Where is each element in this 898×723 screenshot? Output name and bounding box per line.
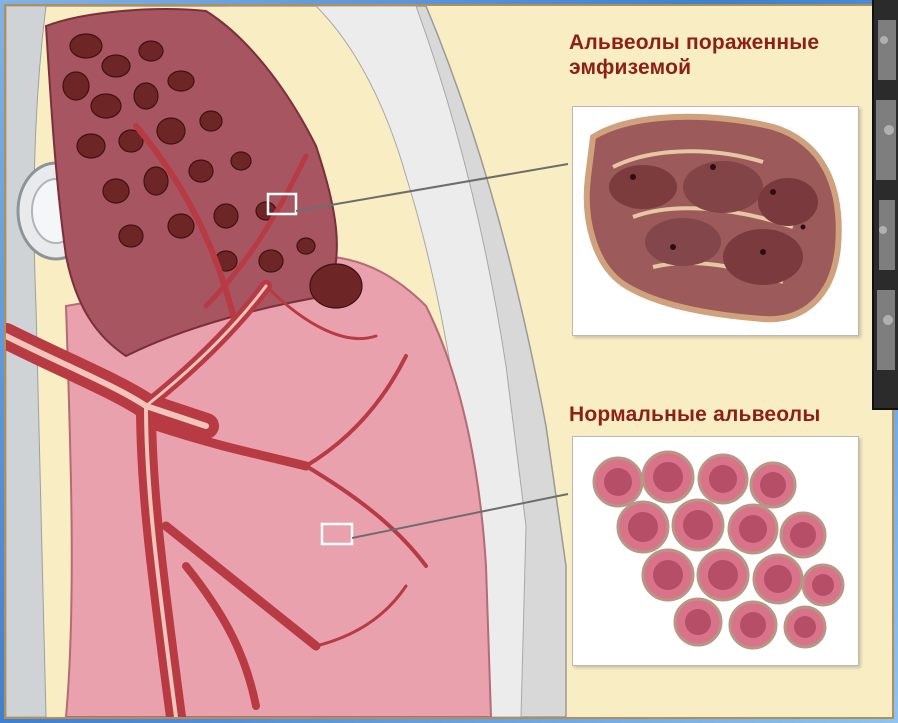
emphysema-label-line2: эмфиземой [569,55,819,80]
emphysema-alveoli-detail [572,106,859,336]
emphysema-label-line1: Альвеолы пораженные [569,30,819,55]
diagram-panel: Альвеолы пораженные эмфиземой Нормальные… [4,4,894,719]
normal-label: Нормальные альвеолы [569,402,820,427]
normal-alveoli-detail [572,436,859,666]
xray-image-strip [872,0,898,410]
emphysema-label: Альвеолы пораженные эмфиземой [569,30,819,80]
